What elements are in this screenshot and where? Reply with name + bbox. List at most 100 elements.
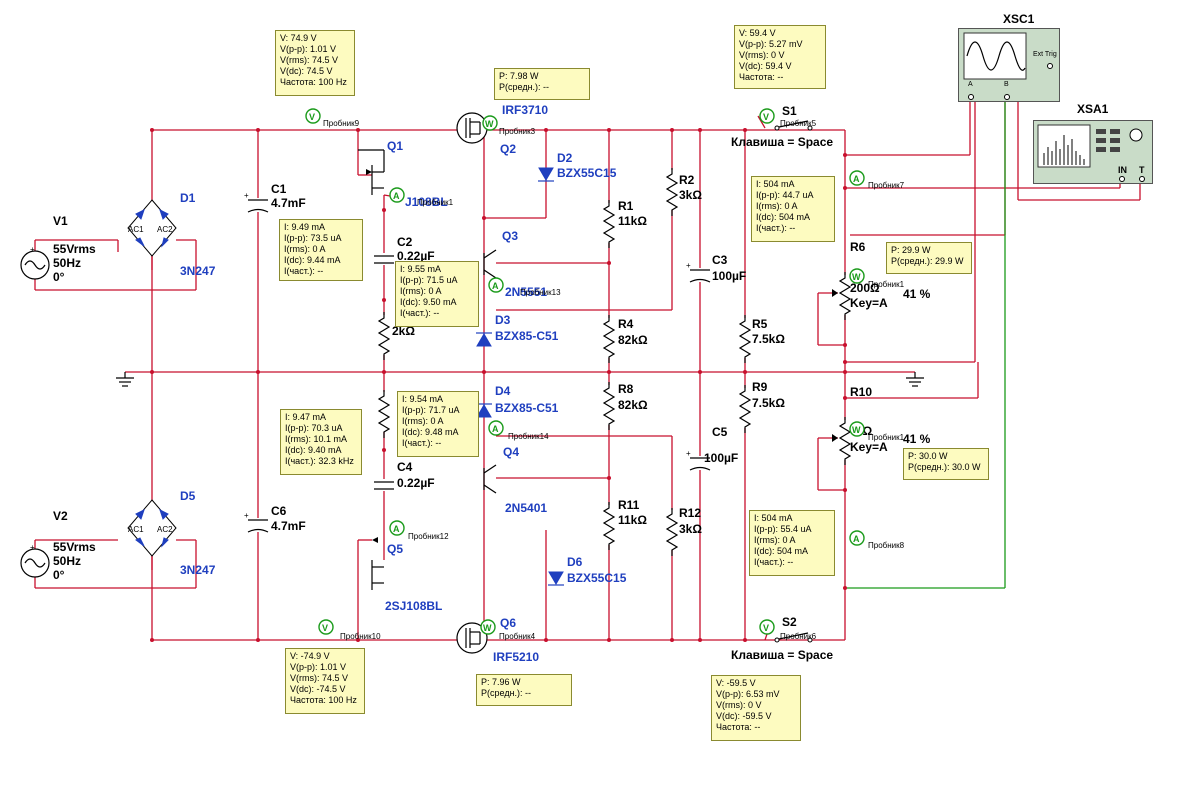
resistor-r1[interactable]: R1 11kΩ <box>603 199 647 249</box>
analyzer-t: T <box>1139 165 1145 175</box>
resistor-r2[interactable]: R2 3kΩ <box>666 167 702 217</box>
svg-text:V: V <box>309 112 315 122</box>
c2-name: C2 <box>397 235 413 249</box>
r9-name: R9 <box>752 380 768 394</box>
probe-7-name: Пробник7 <box>868 181 905 190</box>
c3-name: C3 <box>712 253 728 267</box>
d1-ac1: AC1 <box>128 225 144 234</box>
probe-12-name: Пробник12 <box>408 532 449 541</box>
resistor-r12[interactable]: R12 3kΩ <box>666 506 702 557</box>
probe-9[interactable]: V Пробник9 <box>305 108 360 128</box>
q6-name: Q6 <box>500 616 516 630</box>
resistor-r11[interactable]: R11 11kΩ <box>603 498 647 551</box>
svg-text:A: A <box>853 534 860 544</box>
resistor-r3b[interactable] <box>378 389 390 439</box>
probe-8[interactable]: A Пробник8 <box>849 530 905 550</box>
svg-text:A: A <box>492 424 499 434</box>
resistor-r3[interactable]: 2kΩ <box>378 311 415 361</box>
q2-name: Q2 <box>500 142 516 156</box>
source-v2[interactable]: + V2 55Vrms 50Hz 0° <box>20 509 96 582</box>
diode-d3[interactable]: D3 BZX85-C51 <box>476 313 559 347</box>
svg-text:+: + <box>244 191 249 200</box>
q2-model: IRF3710 <box>502 103 548 117</box>
svg-text:+: + <box>686 449 691 458</box>
r6-percent: 41 % <box>903 287 931 301</box>
switch-s1[interactable]: S1 Клавиша = Space <box>731 104 833 149</box>
probe-12[interactable]: A Пробник12 <box>389 520 449 541</box>
potentiometer-r10[interactable]: R10 0Ω Key=A 41 % <box>832 385 931 466</box>
resistor-r8[interactable]: R8 82kΩ <box>603 381 648 431</box>
probe-10[interactable]: V Пробник10 <box>318 619 381 641</box>
probe-5-name: Пробник5 <box>780 119 817 128</box>
svg-text:V: V <box>322 623 328 633</box>
probe-1[interactable]: A Пробник1 <box>389 187 454 207</box>
resistor-r5[interactable]: R5 7.5kΩ <box>739 314 785 364</box>
probe-6[interactable]: V Пробник6 <box>759 619 817 641</box>
v2-freq: 50Hz <box>53 554 81 568</box>
capacitor-c2[interactable]: C2 0.22µF <box>374 235 435 265</box>
transistor-q4[interactable]: Q4 2N5401 <box>483 445 547 515</box>
probe-3[interactable]: W Пробник3 <box>482 115 536 136</box>
v2-voltage: 55Vrms <box>53 540 96 554</box>
r11-name: R11 <box>618 498 640 512</box>
svg-text:W: W <box>852 425 861 435</box>
probe-r10[interactable]: W Пробник1 <box>849 421 905 442</box>
c4-name: C4 <box>397 460 413 474</box>
diode-d4[interactable]: D4 BZX85-C51 <box>476 384 559 418</box>
transistor-q2[interactable]: IRF3710 Q2 <box>456 103 548 156</box>
potentiometer-r6[interactable]: R6 200Ω Key=A 41 % <box>832 240 931 321</box>
probe-14[interactable]: A Пробник14 <box>488 420 549 441</box>
r10-percent: 41 % <box>903 432 931 446</box>
analyzer-name: XSA1 <box>1077 102 1109 116</box>
r5-name: R5 <box>752 317 768 331</box>
bridge-d1[interactable]: AC1 AC2 D1 3N247 <box>127 191 216 278</box>
oscilloscope-xsc1[interactable]: Ext Trig A B <box>958 28 1060 102</box>
r11-value: 11kΩ <box>618 513 647 527</box>
transistor-q5[interactable]: Q5 2SJ108BL <box>371 537 442 613</box>
probe-13[interactable]: A Пробник13 <box>488 277 561 297</box>
diode-d2[interactable]: D2 BZX55C15 <box>538 151 617 182</box>
oscilloscope-name: XSC1 <box>1003 12 1035 26</box>
svg-text:+: + <box>30 245 35 254</box>
scope-ext-trig: Ext Trig <box>1033 51 1057 58</box>
capacitor-c1[interactable]: + C1 4.7mF <box>244 182 306 213</box>
probe-3-name: Пробник3 <box>499 127 536 136</box>
capacitor-c6[interactable]: + C6 4.7mF <box>244 504 306 533</box>
transistor-q1[interactable]: Q1 J108BL <box>358 139 448 209</box>
q5-name: Q5 <box>387 542 403 556</box>
r4-value: 82kΩ <box>618 333 648 347</box>
transistor-q6[interactable]: Q6 IRF5210 <box>456 616 539 664</box>
capacitor-c5[interactable]: + C5 100µF <box>686 425 738 471</box>
v1-phase: 0° <box>53 270 65 284</box>
resistor-r4[interactable]: R4 82kΩ <box>603 314 648 364</box>
r12-value: 3kΩ <box>679 522 702 536</box>
diode-d6[interactable]: D6 BZX55C15 <box>548 555 627 586</box>
spectrum-analyzer-xsa1[interactable]: IN T <box>1033 120 1153 184</box>
source-v1[interactable]: + V1 55Vrms 50Hz 0° <box>20 214 96 284</box>
probe-4-name: Пробник4 <box>499 632 536 641</box>
probe-4[interactable]: W Пробник4 <box>480 619 536 641</box>
resistor-r9[interactable]: R9 7.5kΩ <box>739 380 785 434</box>
probe-5[interactable]: V Пробник5 <box>759 108 817 128</box>
switch-s2[interactable]: S2 Клавиша = Space <box>731 615 833 662</box>
q4-model: 2N5401 <box>505 501 547 515</box>
r9-value: 7.5kΩ <box>752 396 785 410</box>
c5-value: 100µF <box>704 451 738 465</box>
bridge-d5[interactable]: AC1 AC2 D5 3N247 <box>127 489 216 577</box>
probe-7[interactable]: A Пробник7 <box>849 170 905 190</box>
probe-r6[interactable]: W Пробник1 <box>849 268 905 289</box>
capacitor-c4[interactable]: C4 0.22µF <box>374 460 435 491</box>
r6-key: Key=A <box>850 296 888 310</box>
c6-value: 4.7mF <box>271 519 306 533</box>
capacitor-c3[interactable]: + C3 100µF <box>686 253 746 283</box>
transistor-q3[interactable]: Q3 2N5551 <box>483 229 547 299</box>
